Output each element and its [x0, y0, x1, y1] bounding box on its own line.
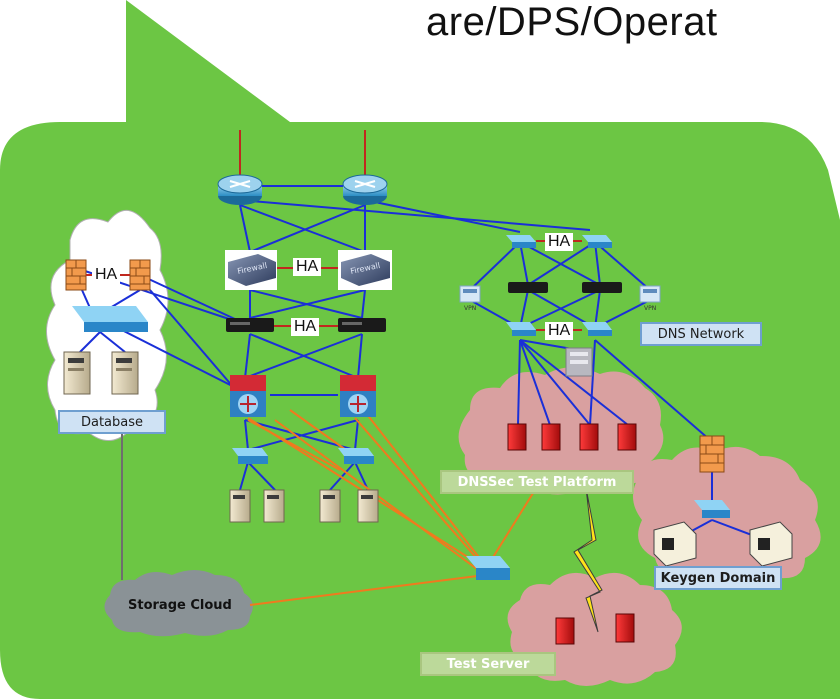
appliance-icon	[508, 282, 548, 293]
multilayer-switch-icon	[230, 375, 266, 417]
ha-label: HA	[291, 318, 320, 336]
switch-icon	[338, 448, 374, 464]
multilayer-switch-icon	[340, 375, 376, 417]
dns-network-label: DNS Network	[640, 322, 762, 346]
server-icon	[319, 489, 341, 523]
orange-links	[247, 407, 536, 606]
red-server-icon	[507, 423, 527, 451]
red-server-icon	[579, 423, 599, 451]
hsm-device-icon	[653, 521, 697, 567]
svg-text:VPN: VPN	[644, 305, 656, 312]
lightning-icon	[573, 487, 603, 633]
storage-cloud-label: Storage Cloud	[128, 598, 232, 613]
vpn-appliance-icon	[639, 285, 661, 303]
header-title: are/DPS/Operat	[426, 0, 718, 44]
server-icon	[565, 347, 593, 377]
server-icon	[263, 489, 285, 523]
switch-icon	[582, 235, 612, 248]
storage-cloud-shape	[104, 570, 253, 637]
firewall-brick-icon	[699, 435, 725, 473]
firewall-appliance-icon: Firewall	[225, 250, 277, 290]
ha-label: HA	[92, 266, 121, 284]
svg-text:VPN: VPN	[464, 305, 476, 312]
server-icon	[111, 351, 139, 395]
blue-links	[79, 185, 766, 541]
router-icon	[217, 174, 263, 205]
switch-icon	[694, 500, 730, 518]
appliance-icon	[338, 318, 386, 332]
firewall-brick-icon	[129, 259, 151, 291]
router-icon	[342, 174, 388, 205]
server-icon	[229, 489, 251, 523]
firewall-appliance-icon: Firewall	[338, 250, 392, 290]
dnssec-cloud	[458, 367, 664, 495]
keygen-domain-label: Keygen Domain	[654, 566, 782, 590]
database-label: Database	[58, 410, 166, 434]
server-icon	[63, 351, 91, 395]
ha-label: HA	[545, 233, 574, 251]
red-server-icon	[617, 423, 637, 451]
hsm-device-icon	[749, 521, 793, 567]
switch-icon	[72, 306, 148, 332]
ha-label: HA	[545, 322, 574, 340]
switch-icon	[232, 448, 268, 464]
dnssec-test-platform-label: DNSSec Test Platform	[440, 470, 634, 494]
switch-icon	[466, 556, 510, 580]
vpn-appliance-icon	[459, 285, 481, 303]
switch-icon	[506, 322, 536, 336]
appliance-icon	[226, 318, 274, 332]
red-server-icon	[615, 613, 635, 643]
red-server-icon	[541, 423, 561, 451]
red-server-icon	[555, 617, 575, 645]
appliance-icon	[582, 282, 622, 293]
switch-icon	[582, 322, 612, 336]
firewall-brick-icon	[65, 259, 87, 291]
test-server-label: Test Server	[420, 652, 556, 676]
server-icon	[357, 489, 379, 523]
switch-icon	[506, 235, 536, 248]
ha-label: HA	[293, 258, 322, 276]
